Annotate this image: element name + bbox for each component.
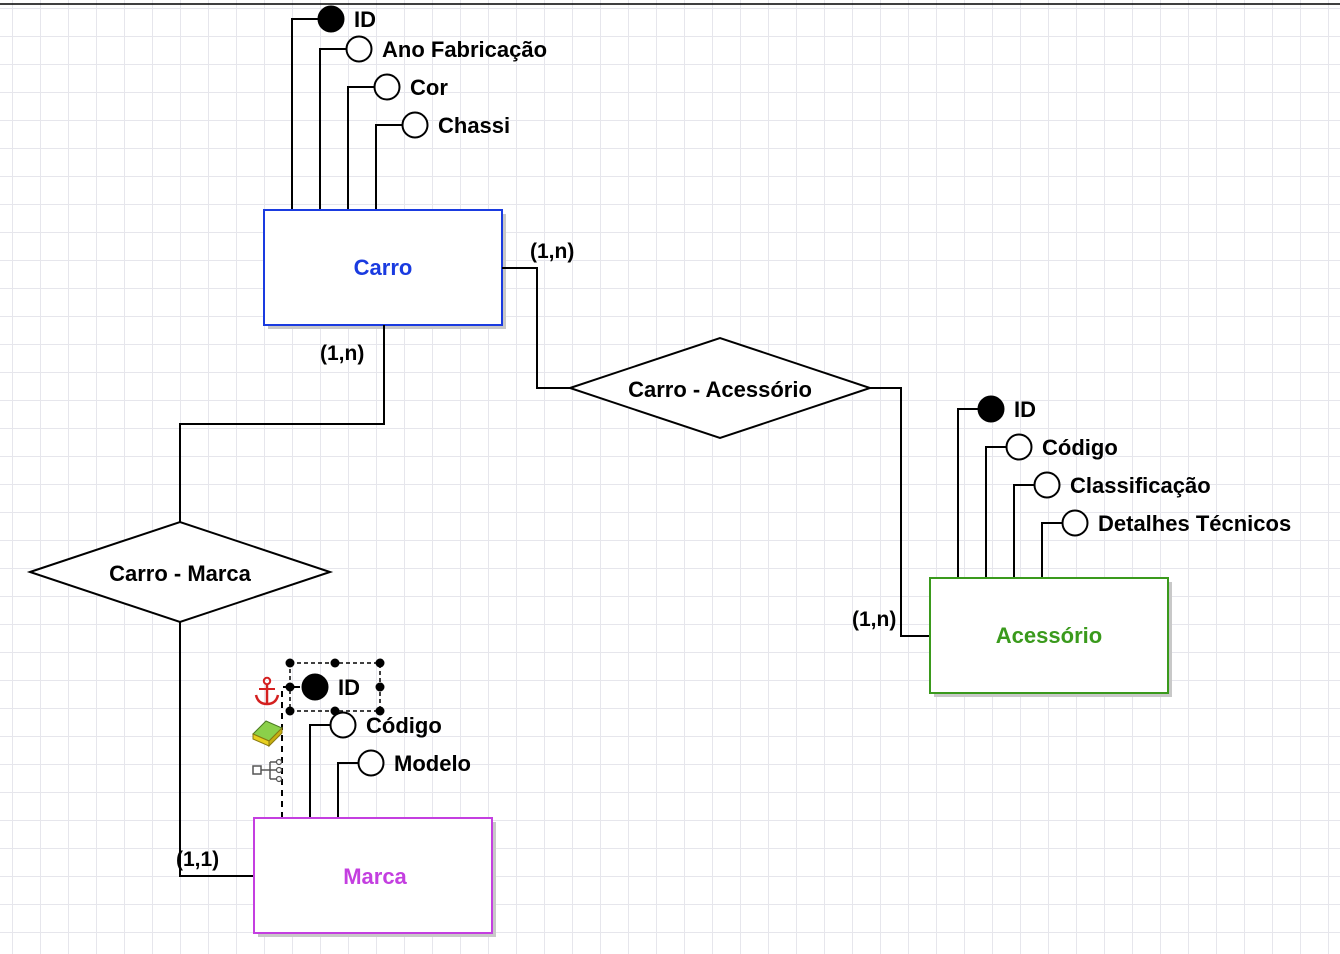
carro-attr-ano-circle[interactable]: [345, 35, 373, 63]
connector-carro-marca-to-marca: [179, 622, 254, 877]
relationship-carro-acessorio-label[interactable]: Carro - Acessório: [628, 377, 812, 402]
entity-carro-name[interactable]: Carro: [354, 255, 413, 280]
carro-attr-id-connector: [291, 18, 318, 210]
cardinality-carro-marca-marca: (1,1): [176, 848, 219, 871]
carro-attr-ano-label[interactable]: Ano Fabricação: [382, 37, 547, 62]
entity-marca[interactable]: Marca: [253, 817, 496, 937]
marca-attr-codigo-connector: [309, 724, 330, 818]
selection-handle[interactable]: [375, 706, 385, 716]
carro-attr-id-key-circle[interactable]: [317, 5, 345, 33]
relationship-carro-acessorio[interactable]: Carro - Acessório: [566, 336, 874, 440]
cardinality-carro-marca-carro: (1,n): [320, 342, 364, 365]
carro-attr-chassi-label[interactable]: Chassi: [438, 113, 510, 138]
selection-handle[interactable]: [375, 658, 385, 668]
acessorio-attr-codigo-connector: [985, 446, 1006, 578]
marca-attr-codigo-circle[interactable]: [329, 711, 357, 739]
entity-carro[interactable]: Carro: [263, 209, 506, 329]
entity-carro-attributes: ID Ano Fabricação Cor Chassi: [291, 5, 547, 210]
entity-acessorio-box[interactable]: [929, 577, 1169, 694]
carro-attr-cor-connector: [347, 86, 374, 210]
carro-attr-chassi-connector: [375, 124, 402, 210]
entity-marca-box[interactable]: [253, 817, 493, 934]
connector-carro-acessorio-to-acessorio: [870, 387, 930, 637]
relationship-carro-marca[interactable]: Carro - Marca: [26, 520, 334, 624]
acessorio-attr-codigo-circle[interactable]: [1005, 433, 1033, 461]
acessorio-attr-detalhes-connector: [1041, 522, 1062, 578]
eraser-icon[interactable]: [252, 720, 283, 748]
entity-acessorio-attributes: ID Código Classificação Detalhes Técnico…: [957, 395, 1291, 578]
selection-handle[interactable]: [375, 682, 385, 692]
entity-acessorio-name[interactable]: Acessório: [996, 623, 1102, 648]
acessorio-attr-id-label[interactable]: ID: [1014, 397, 1036, 422]
selection-handle[interactable]: [330, 658, 340, 668]
relationship-carro-marca-label[interactable]: Carro - Marca: [109, 561, 252, 586]
acessorio-attr-id-connector: [957, 408, 978, 578]
entity-carro-box[interactable]: [263, 209, 503, 326]
marca-attr-id-connector: [281, 686, 302, 818]
cardinality-carro-acessorio-acessorio: (1,n): [852, 608, 896, 631]
marca-attr-modelo-circle[interactable]: [357, 749, 385, 777]
carro-attr-id-label[interactable]: ID: [354, 7, 376, 32]
entity-marca-name[interactable]: Marca: [343, 864, 407, 889]
acessorio-attr-codigo-label[interactable]: Código: [1042, 435, 1118, 460]
carro-attr-cor-circle[interactable]: [373, 73, 401, 101]
acessorio-attr-detalhes-label[interactable]: Detalhes Técnicos: [1098, 511, 1291, 536]
acessorio-attr-classificacao-circle[interactable]: [1033, 471, 1061, 499]
hierarchy-icon[interactable]: [252, 758, 283, 783]
carro-attr-chassi-circle[interactable]: [401, 111, 429, 139]
acessorio-attr-classificacao-connector: [1013, 484, 1034, 578]
selection-handle[interactable]: [285, 706, 295, 716]
selection-handle[interactable]: [285, 658, 295, 668]
marca-attr-id-key-circle[interactable]: [301, 673, 329, 701]
relationship-carro-marca-diamond[interactable]: [26, 520, 334, 624]
marca-attr-id-label[interactable]: ID: [338, 675, 360, 700]
marca-attr-modelo-connector: [337, 762, 358, 818]
relationship-carro-acessorio-diamond[interactable]: [566, 336, 874, 440]
selection-handle[interactable]: [330, 706, 340, 716]
acessorio-attr-classificacao-label[interactable]: Classificação: [1070, 473, 1211, 498]
cardinality-carro-acessorio-carro: (1,n): [530, 240, 574, 263]
entity-marca-attributes: ID Código Modelo: [281, 673, 471, 818]
connector-carro-to-carro-marca: [179, 325, 385, 522]
selection-box-marca-id[interactable]: [285, 658, 385, 716]
marca-attr-codigo-label[interactable]: Código: [366, 713, 442, 738]
selection-handle[interactable]: [285, 682, 295, 692]
connector-carro-to-carro-acessorio: [502, 267, 570, 389]
carro-attr-cor-label[interactable]: Cor: [410, 75, 448, 100]
acessorio-attr-detalhes-circle[interactable]: [1061, 509, 1089, 537]
anchor-icon[interactable]: [254, 676, 280, 706]
acessorio-attr-id-key-circle[interactable]: [977, 395, 1005, 423]
carro-attr-ano-connector: [319, 48, 346, 210]
entity-acessorio[interactable]: Acessório: [929, 577, 1172, 697]
marca-attr-modelo-label[interactable]: Modelo: [394, 751, 471, 776]
